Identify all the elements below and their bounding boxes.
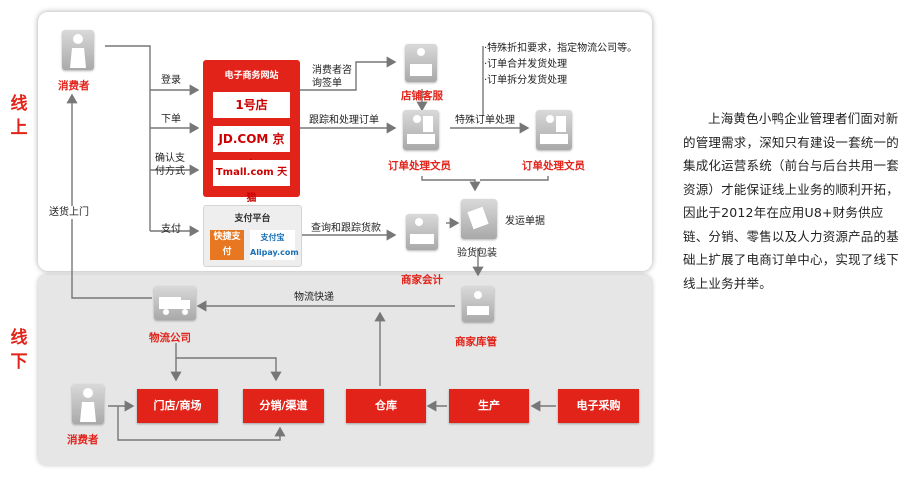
yhd-logo: 1号店 — [213, 92, 290, 118]
e-procurement-box: 电子采购 — [558, 389, 639, 423]
pay-label: 支付 — [161, 224, 181, 235]
consumer-top-label: 消费者 — [58, 80, 90, 92]
payment-platform-title: 支付平台 — [234, 214, 271, 224]
truck-icon — [154, 286, 196, 320]
ecommerce-site-title: 电子商务网站 — [224, 71, 279, 81]
query-payment-label: 查询和跟踪货款 — [311, 223, 381, 234]
inspection-packing-icon — [461, 199, 497, 239]
order-label: 下单 — [161, 114, 181, 125]
warehouse-box: 仓库 — [346, 389, 426, 423]
consumer-bottom-label: 消费者 — [67, 434, 99, 446]
quickpay-logo: 快捷支付 — [210, 230, 244, 260]
consumer-bottom-person-icon — [72, 384, 104, 424]
jd-logo: JD.COM 京东 — [213, 126, 290, 172]
alipay-logo: 支付宝 Alipay.com — [250, 230, 299, 260]
inspection-packing-label: 验货包装 — [457, 248, 497, 259]
distribution-box: 分销/渠道 — [243, 389, 324, 423]
production-box: 生产 — [449, 389, 529, 423]
merchant-accounting-label: 商家会计 — [401, 274, 443, 286]
ship-docs-label: 发运单据 — [505, 216, 545, 227]
order-clerk-1-icon — [403, 110, 439, 150]
logistics-express-label: 物流快递 — [294, 292, 334, 303]
store-service-label: 店铺客服 — [401, 90, 443, 102]
ecommerce-site-box: 电子商务网站 1号店 JD.COM 京东 Tmall.com 天猫 — [203, 60, 300, 204]
warehouse-manager-icon — [462, 286, 494, 322]
warehouse-manager-label: 商家库管 — [455, 336, 497, 348]
delivery-label: 送货上门 — [49, 206, 89, 219]
order-clerk-1-label: 订单处理文员 — [388, 160, 451, 172]
online-side-label: 线 上 — [10, 94, 28, 138]
merchant-accounting-icon — [406, 214, 438, 250]
store-mall-box: 门店/商场 — [137, 389, 218, 423]
tmall-logo: Tmall.com 天猫 — [213, 160, 290, 204]
offline-side-label: 线 下 — [10, 328, 28, 372]
special-order-label: 特殊订单处理 — [455, 115, 515, 126]
order-clerk-2-icon — [536, 110, 572, 150]
payment-platform-box: 支付平台 快捷支付 支付宝 Alipay.com — [203, 205, 302, 267]
note-2: ·订单合并发货处理 — [484, 59, 568, 70]
track-order-label: 跟踪和处理订单 — [309, 115, 379, 126]
description-paragraph: 上海黄色小鸭企业管理者们面对新的管理需求，深知只有建设一套统一的集成化运营系统（… — [683, 111, 899, 291]
login-label: 登录 — [161, 75, 181, 86]
consumer-person-icon — [62, 30, 94, 70]
note-3: ·订单拆分发货处理 — [484, 75, 568, 86]
logistics-company-label: 物流公司 — [149, 332, 191, 344]
store-service-icon — [405, 44, 437, 82]
confirm-pay-label: 确认支 付方式 — [155, 153, 185, 177]
order-clerk-2-label: 订单处理文员 — [522, 160, 585, 172]
consult-label: 消费者咨 询签单 — [312, 65, 352, 89]
note-1: ·特殊折扣要求，指定物流公司等。 — [484, 43, 638, 54]
